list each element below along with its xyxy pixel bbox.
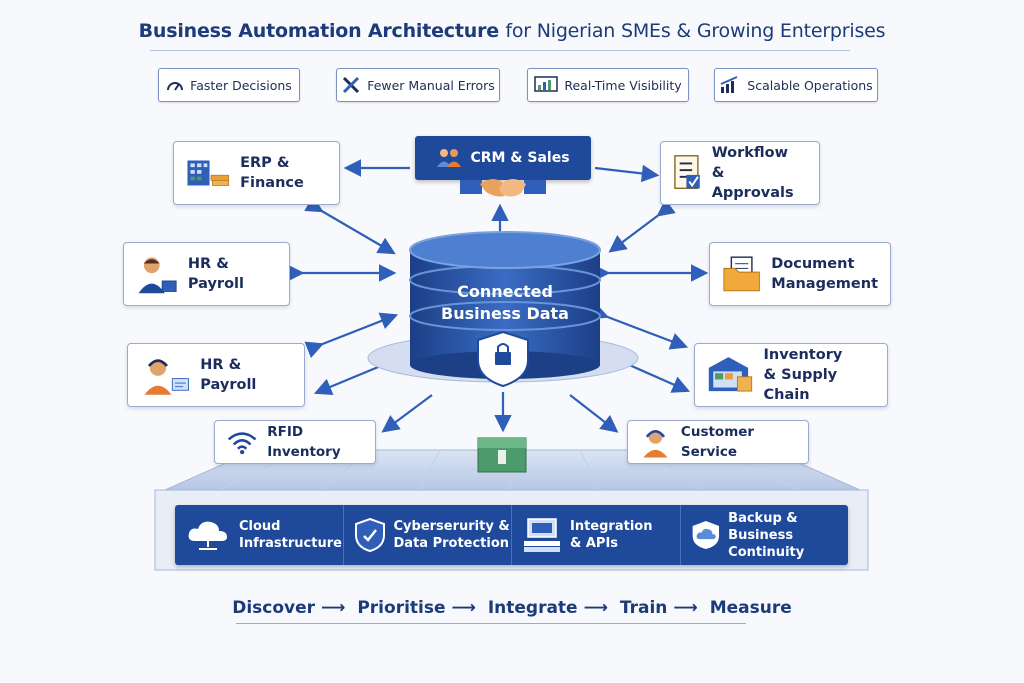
- building-finance-icon: [187, 160, 230, 186]
- infra-cybersecurity: Cyberserurity & Data Protection: [344, 505, 512, 565]
- benefit-label: Real-Time Visibility: [564, 77, 682, 93]
- infra-label: Integration & APIs: [570, 519, 653, 551]
- arrow-right-icon: ⟶: [321, 598, 346, 618]
- arrow-right-icon: ⟶: [673, 598, 698, 618]
- module-label: CRM & Sales: [470, 150, 570, 166]
- module-crm-sales: CRM & Sales: [415, 136, 591, 180]
- benefit-realtime-visibility: Real-Time Visibility: [527, 68, 689, 102]
- folder-icon: [723, 256, 760, 292]
- module-hr-payroll: HR & Payroll: [123, 242, 290, 306]
- growth-chart-icon: [720, 76, 738, 93]
- server-icon: [524, 518, 560, 552]
- infra-backup: Backup & Business Continuity: [681, 505, 849, 565]
- package-box-icon: [477, 437, 527, 473]
- process-flow: Discover⟶ Prioritise⟶ Integrate⟶ Train⟶ …: [0, 598, 1024, 618]
- infra-label: Cloud Infrastructure: [239, 519, 342, 551]
- module-inventory-supply-chain: Inventory & Supply Chain: [694, 343, 888, 407]
- dashboard-icon: [534, 76, 559, 92]
- module-rfid-inventory: RFID Inventory: [214, 420, 376, 464]
- people-icon: [437, 149, 462, 167]
- process-step-measure: Measure: [709, 598, 792, 618]
- module-label: Inventory & Supply Chain: [763, 347, 843, 403]
- process-step-discover: Discover: [232, 598, 316, 618]
- hub-label-line1: Connected: [457, 282, 553, 301]
- module-label: Customer Service: [680, 424, 755, 460]
- benefit-faster-decisions: Faster Decisions: [158, 68, 300, 102]
- process-step-integrate: Integrate: [487, 598, 578, 618]
- module-document-management: Document Management: [709, 242, 891, 306]
- page-title: Business Automation Architecture for Nig…: [0, 20, 1024, 42]
- support-agent-icon: [643, 429, 668, 458]
- infra-label: Cyberserurity & Data Protection: [393, 519, 510, 551]
- title-divider: [150, 50, 850, 51]
- arrow-right-icon: ⟶: [451, 598, 476, 618]
- cloud-icon: [188, 521, 227, 550]
- handshake-icon: [460, 179, 546, 197]
- wireless-icon: [227, 432, 257, 455]
- title-rest: for Nigerian SMEs & Growing Enterprises: [505, 20, 886, 42]
- employee-icon: [138, 257, 177, 294]
- module-hr-payroll-support: HR & Payroll: [127, 343, 305, 407]
- checklist-icon: [674, 155, 700, 190]
- title-bold: Business Automation Architecture: [138, 20, 500, 42]
- security-shield-icon: [354, 517, 385, 553]
- process-step-prioritise: Prioritise: [357, 598, 446, 618]
- tools-icon: [343, 76, 360, 94]
- module-workflow-approvals: Workflow & Approvals: [660, 141, 820, 205]
- module-label: HR & Payroll: [187, 256, 244, 292]
- warehouse-icon: [708, 357, 753, 392]
- benefit-fewer-errors: Fewer Manual Errors: [336, 68, 500, 102]
- process-step-train: Train: [619, 598, 668, 618]
- infra-label: Backup & Business Continuity: [728, 510, 805, 560]
- infra-integration: Integration & APIs: [512, 505, 681, 565]
- hub-label-line2: Business Data: [441, 304, 569, 323]
- process-underline: [236, 623, 746, 624]
- backup-shield-icon: [692, 520, 719, 550]
- arrow-right-icon: ⟶: [583, 598, 608, 618]
- shield-lock-icon: [477, 330, 529, 388]
- benefit-label: Scalable Operations: [747, 77, 873, 93]
- module-label: Document Management: [771, 256, 878, 292]
- module-label: Workflow & Approvals: [711, 145, 794, 201]
- infrastructure-bar: Cloud Infrastructure Cyberserurity & Dat…: [175, 505, 848, 565]
- benefit-label: Fewer Manual Errors: [367, 77, 495, 93]
- infra-cloud: Cloud Infrastructure: [175, 505, 344, 565]
- benefit-label: Faster Decisions: [190, 77, 292, 93]
- module-customer-service: Customer Service: [627, 420, 809, 464]
- module-label: RFID Inventory: [267, 424, 341, 460]
- module-erp-finance: ERP & Finance: [173, 141, 340, 205]
- gauge-icon: [167, 82, 184, 91]
- benefit-scalable-operations: Scalable Operations: [714, 68, 878, 102]
- module-label: ERP & Finance: [240, 155, 304, 191]
- headset-agent-icon: [144, 359, 189, 395]
- module-label: HR & Payroll: [200, 357, 257, 393]
